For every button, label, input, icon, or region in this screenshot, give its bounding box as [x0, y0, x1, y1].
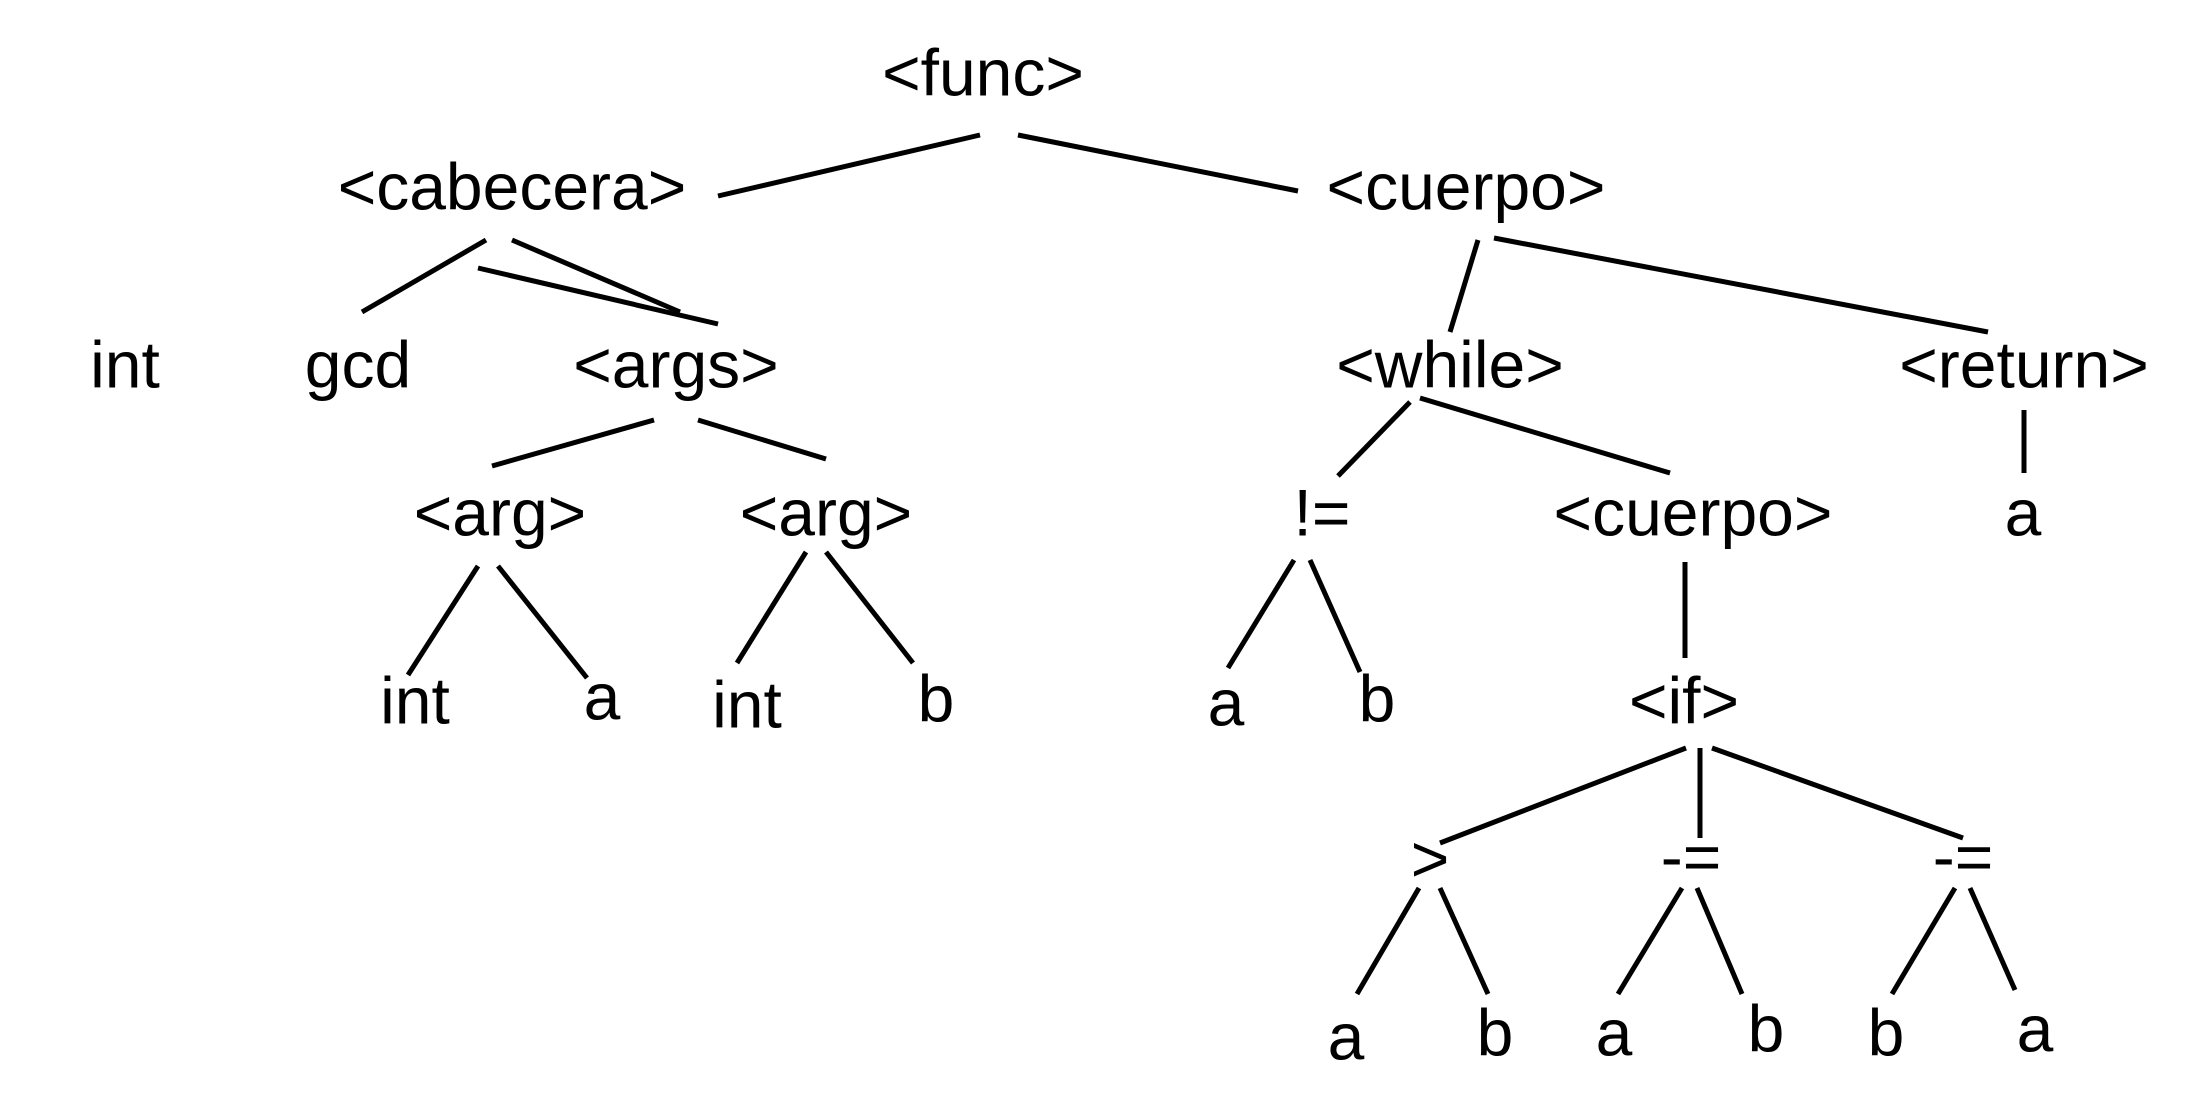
node-int-3: int — [712, 667, 782, 741]
node-arg-2: <arg> — [740, 475, 912, 549]
node-cuerpo-2: <cuerpo> — [1554, 475, 1833, 549]
tree-node-labels: <func> <cabecera> <cuerpo> int gcd <args… — [90, 35, 2149, 1073]
node-cabecera: <cabecera> — [338, 149, 687, 223]
node-a-4: a — [1596, 995, 1633, 1069]
node-cuerpo: <cuerpo> — [1327, 149, 1606, 223]
tree-edge — [1711, 745, 1964, 841]
node-if: <if> — [1629, 663, 1739, 737]
node-while: <while> — [1336, 327, 1564, 401]
tree-edge — [1225, 558, 1297, 670]
tree-edge — [1354, 886, 1422, 996]
tree-edges — [360, 132, 2027, 996]
node-neq: != — [1294, 475, 1351, 549]
node-a-3: a — [1328, 999, 1365, 1073]
tree-edge — [405, 564, 481, 677]
node-int-1: int — [90, 327, 160, 401]
tree-edge — [717, 132, 981, 199]
node-minus-eq-2: -= — [1933, 819, 1994, 893]
tree-edge — [491, 417, 655, 469]
node-b-2: b — [1359, 661, 1396, 735]
tree-edge — [1889, 886, 1958, 996]
node-a-return: a — [2005, 475, 2042, 549]
node-a-2: a — [1208, 665, 1245, 739]
tree-edge — [697, 417, 827, 462]
node-gcd: gcd — [305, 327, 411, 401]
node-b-5: b — [1868, 995, 1905, 1069]
node-b-4: b — [1748, 991, 1785, 1065]
tree-edge — [496, 564, 589, 680]
node-int-2: int — [380, 663, 450, 737]
tree-edge — [1967, 886, 2018, 992]
node-func: <func> — [882, 35, 1084, 109]
tree-edge — [511, 237, 681, 315]
tree-edge — [1017, 132, 1299, 194]
node-b-1: b — [918, 661, 955, 735]
tree-edge — [1493, 235, 1989, 335]
tree-edge — [734, 550, 809, 665]
tree-edge — [1615, 886, 1685, 996]
tree-edge — [824, 550, 915, 665]
node-minus-eq-1: -= — [1661, 819, 1722, 893]
node-a-1: a — [584, 659, 621, 733]
node-args: <args> — [573, 327, 778, 401]
tree-edge — [360, 237, 488, 315]
node-gt: > — [1411, 821, 1450, 895]
node-b-3: b — [1477, 995, 1514, 1069]
tree-edge — [1437, 886, 1491, 996]
tree-edge — [1694, 887, 1745, 995]
node-arg-1: <arg> — [414, 475, 586, 549]
tree-edge — [1439, 745, 1687, 846]
tree-edge — [1336, 400, 1412, 478]
node-a-5: a — [2017, 991, 2054, 1065]
node-return: <return> — [1899, 327, 2149, 401]
tree-edge — [1419, 395, 1671, 476]
tree-edge — [1307, 558, 1363, 674]
tree-edge — [477, 265, 719, 327]
tree-edge — [1447, 239, 1481, 333]
